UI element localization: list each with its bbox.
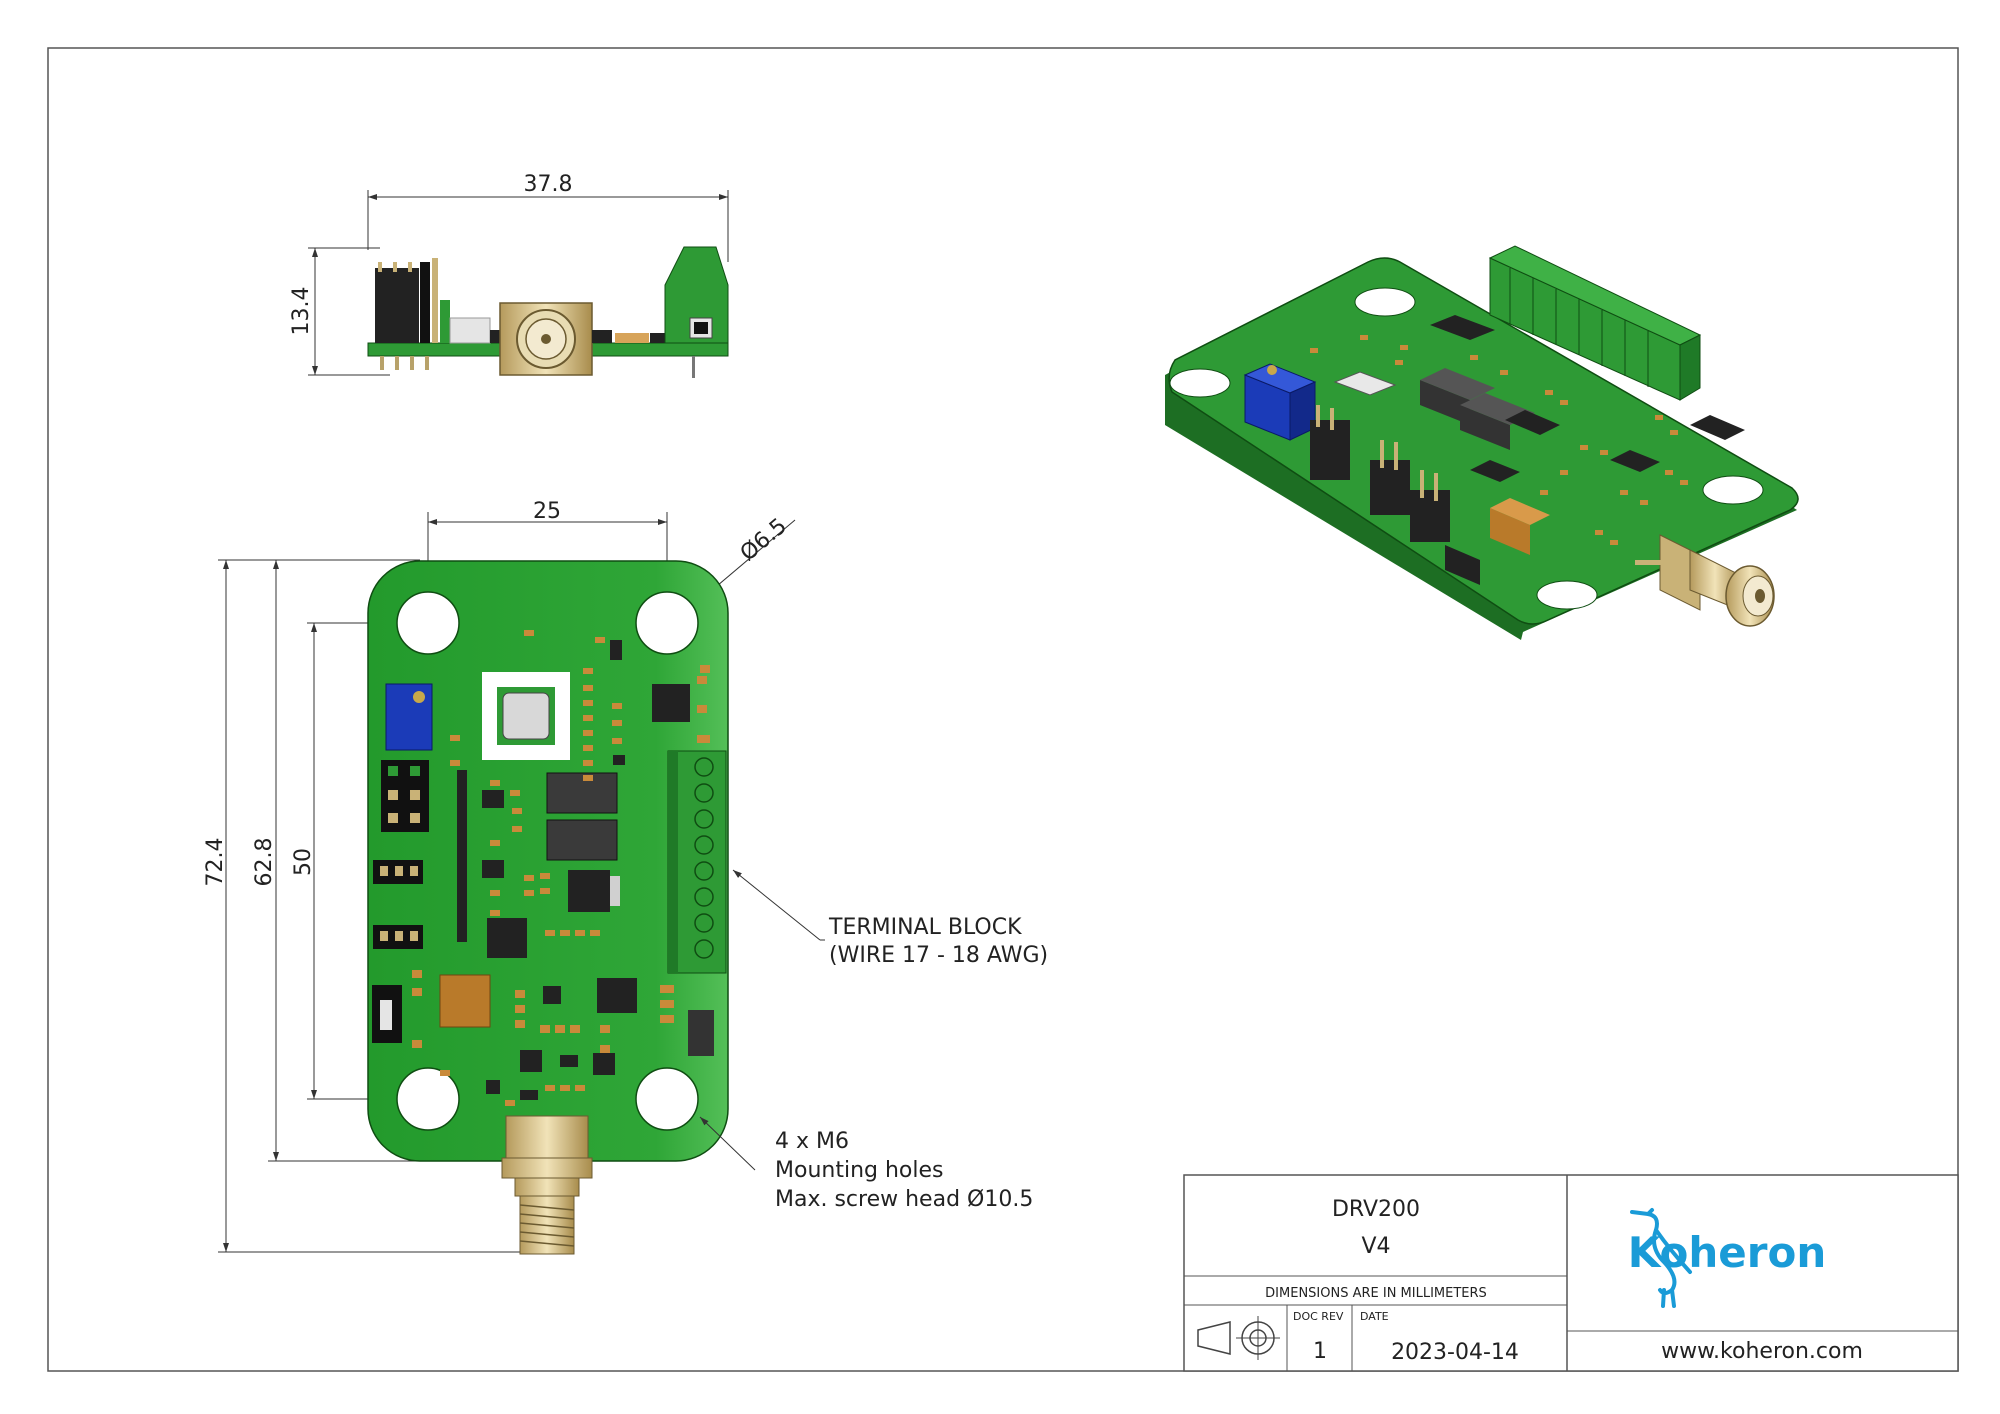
- note-mounting-1: 4 x M6: [775, 1129, 849, 1154]
- dim-hole-spacing-x: 25: [533, 499, 561, 524]
- note-mounting-3: Max. screw head Ø10.5: [775, 1187, 1033, 1212]
- heron-logo-icon: [1630, 1208, 1692, 1308]
- product-name: DRV200: [1332, 1197, 1420, 1222]
- dim-top-width: 37.8: [524, 172, 573, 197]
- dimensions-note: DIMENSIONS ARE IN MILLIMETERS: [1265, 1286, 1487, 1301]
- title-block: DRV200 V4 DIMENSIONS ARE IN MILLIMETERS …: [1183, 1174, 1959, 1372]
- note-mounting-2: Mounting holes: [775, 1158, 943, 1183]
- note-terminal-block-1: TERMINAL BLOCK: [828, 915, 1022, 940]
- date-label: DATE: [1360, 1310, 1389, 1323]
- isometric-view: [1165, 245, 1799, 640]
- website[interactable]: www.koheron.com: [1661, 1339, 1863, 1364]
- date-value: 2023-04-14: [1391, 1340, 1519, 1365]
- product-version: V4: [1361, 1234, 1390, 1259]
- brand-name: Koheron: [1628, 1228, 1827, 1277]
- dim-hole-diameter: Ø6.5: [736, 514, 792, 567]
- dim-hole-spacing-y: 50: [291, 848, 316, 876]
- dim-top-height: 13.4: [289, 287, 314, 336]
- dim-overall-length: 72.4: [203, 838, 228, 887]
- note-terminal-block-2: (WIRE 17 - 18 AWG): [829, 943, 1048, 968]
- side-view: 37.8 13.4: [289, 172, 729, 378]
- projection-symbol-icon: [1197, 1316, 1280, 1360]
- drawing-border: [47, 47, 1959, 1372]
- doc-rev-label: DOC REV: [1293, 1310, 1344, 1323]
- dim-board-length: 62.8: [252, 838, 277, 887]
- doc-rev-value: 1: [1313, 1339, 1327, 1364]
- top-view: 25 Ø6.5 72.4 62.8 50: [203, 499, 1048, 1255]
